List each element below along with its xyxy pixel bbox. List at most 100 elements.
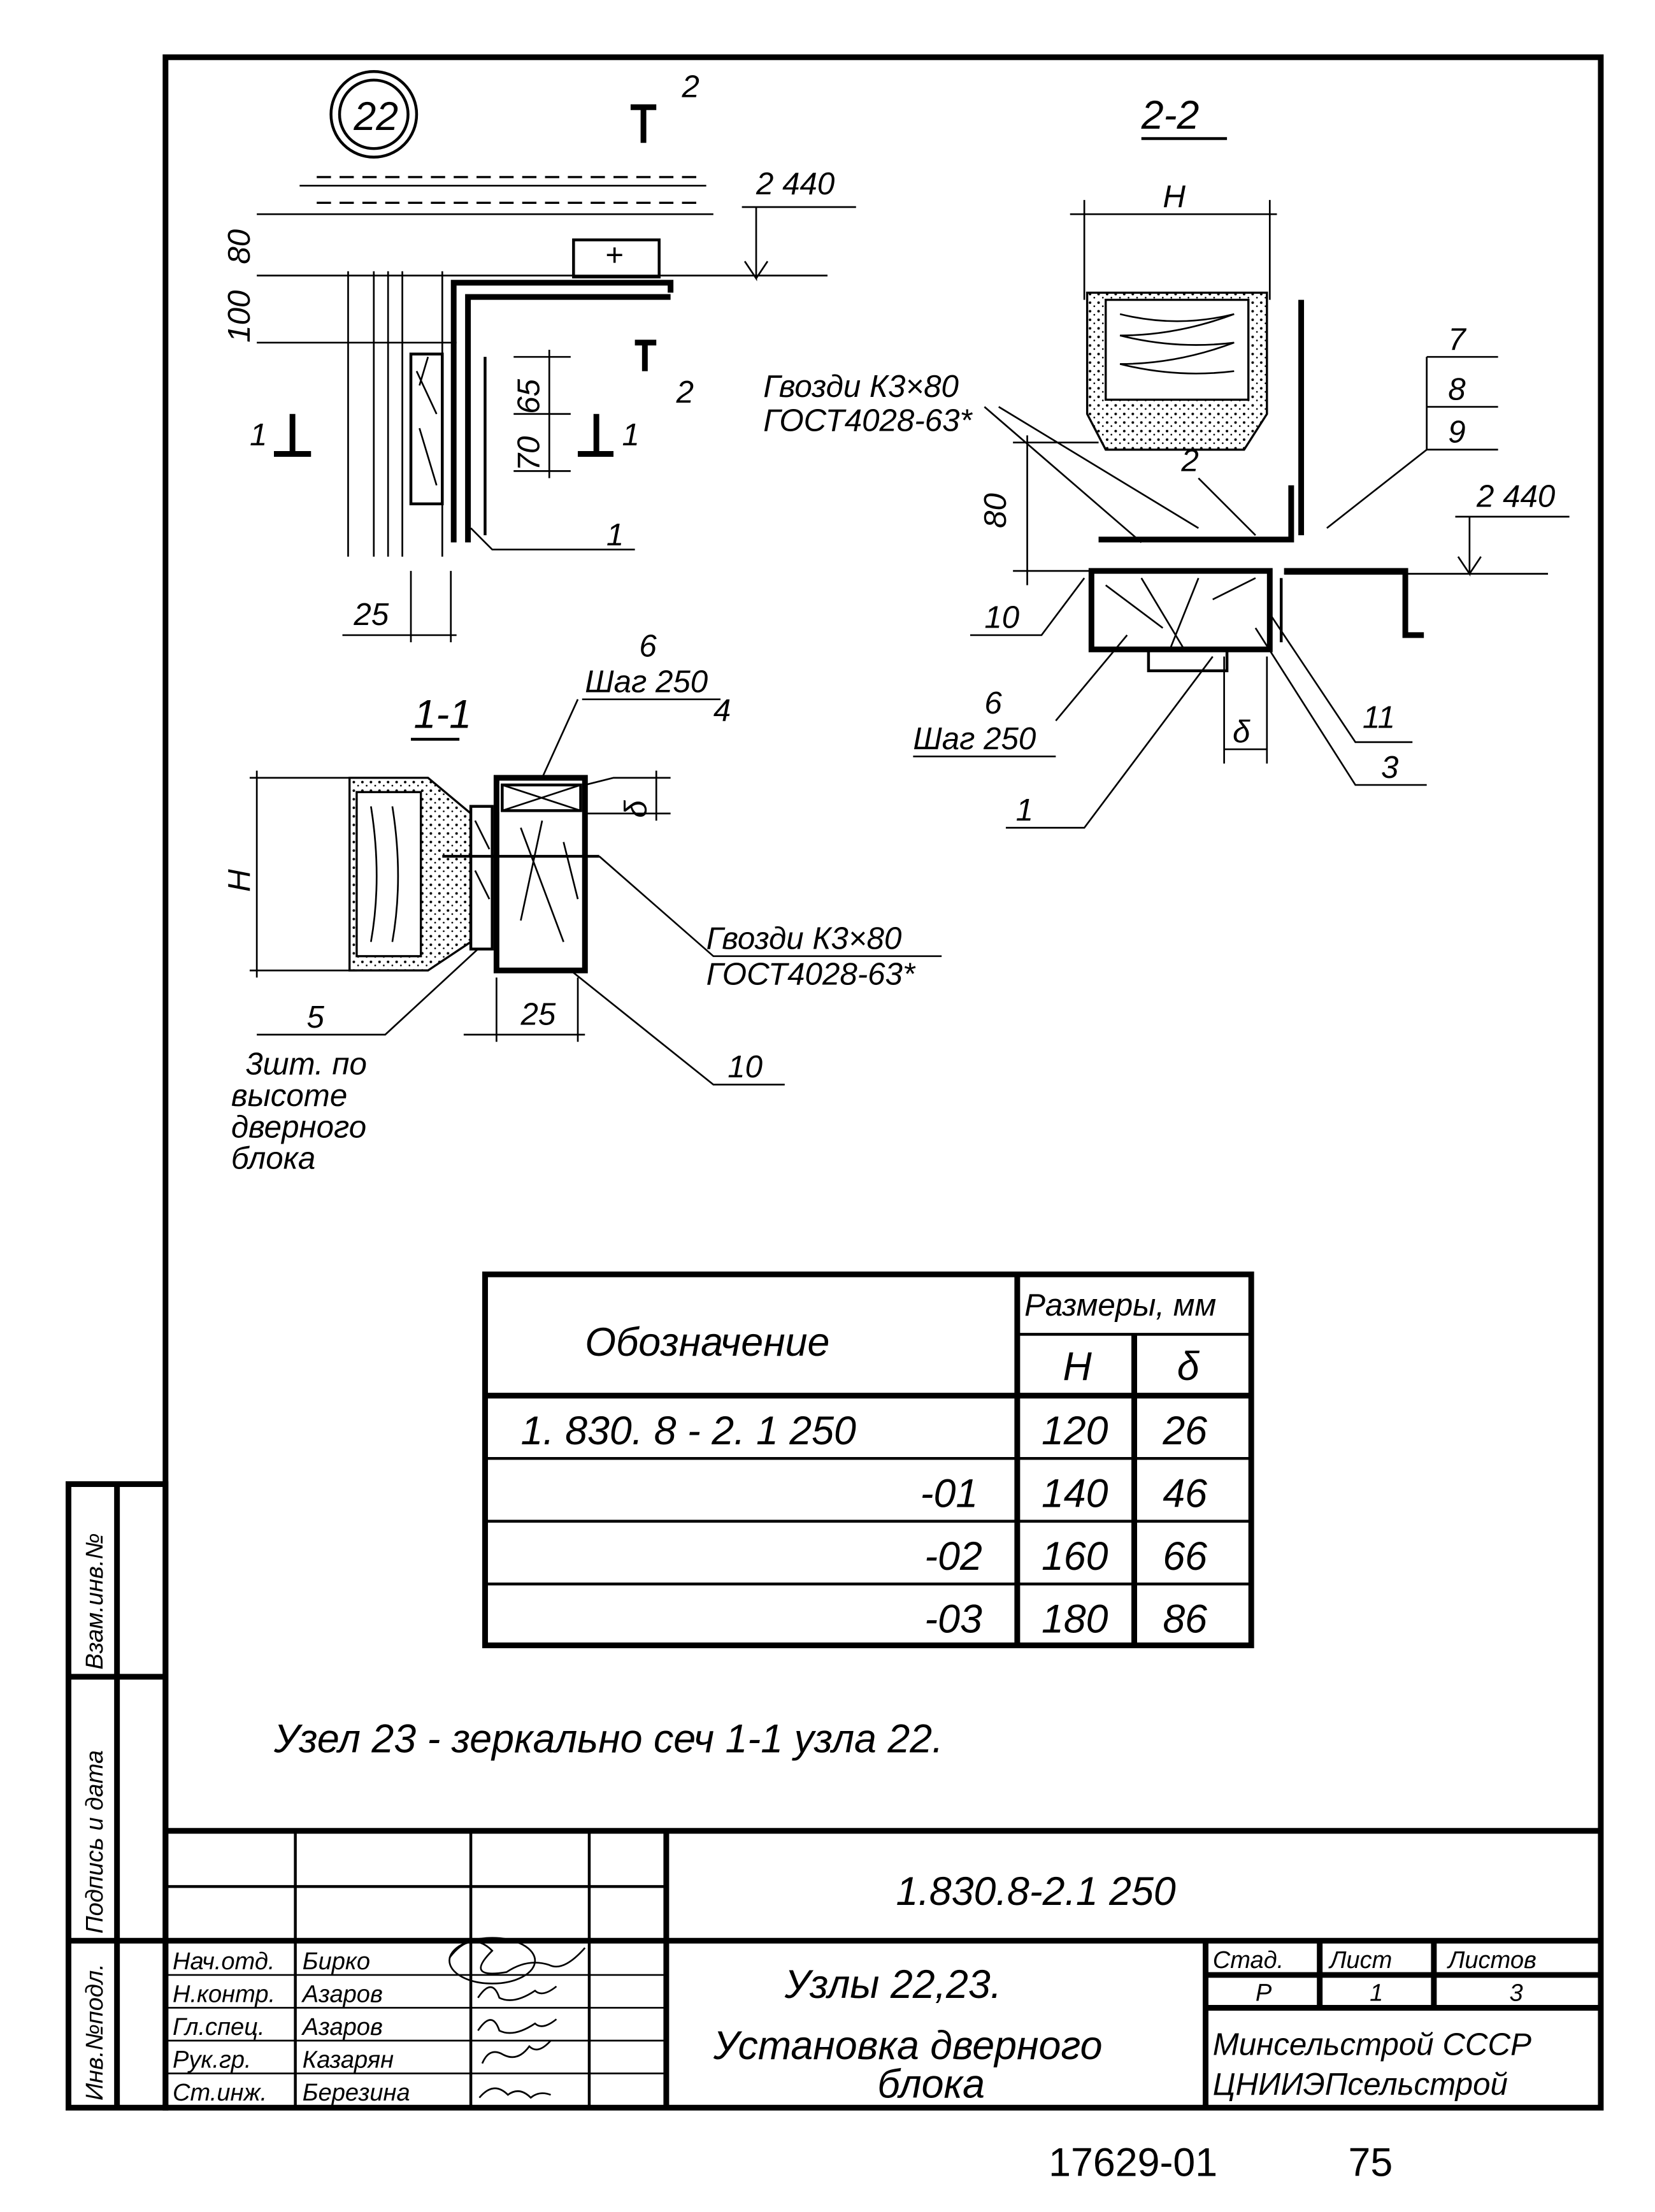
staff-role: Н.контр. (173, 1981, 275, 2008)
section-2-2-title: 2-2 (1141, 93, 1200, 138)
col-designation-header: Обозначение (585, 1320, 829, 1365)
col-sizes-header: Размеры, мм (1024, 1288, 1216, 1323)
nails-label-line2: ГОСТ4028-63* (706, 957, 916, 992)
sheets-value: 3 (1510, 1979, 1523, 2006)
row-designation: -01 (921, 1471, 978, 1516)
callout-6: 6 (639, 629, 657, 664)
dim-delta: δ (1233, 714, 1250, 749)
callout-4: 4 (713, 693, 731, 728)
staff-name: Азаров (301, 2014, 383, 2041)
sheet-label: Лист (1328, 1947, 1392, 1974)
callout-10: 10 (727, 1049, 763, 1084)
dim-65: 65 (512, 378, 547, 413)
staff-role: Гл.спец. (173, 2014, 265, 2041)
callout-10: 10 (984, 600, 1019, 635)
staff-row: Н.контр. Азаров (173, 1981, 383, 2008)
section-mark-bottom: 2 (676, 375, 694, 410)
org-line-2: ЦНИИЭПсельстрой (1213, 2067, 1508, 2102)
callout-2: 2 (1180, 443, 1198, 478)
staff-name: Азаров (301, 1981, 383, 2008)
dim-25: 25 (520, 996, 555, 1031)
section-1-1-title: 1-1 (414, 692, 472, 736)
col-h-header: H (1063, 1344, 1093, 1389)
elevation-top: 2 440 (756, 166, 835, 201)
nails-label-line1: Гвозди К3×80 (706, 921, 902, 956)
doc-code: 1.830.8-2.1 250 (896, 1869, 1176, 1914)
table-row: 1. 830. 8 - 2. 1 250 120 26 (520, 1409, 1207, 1453)
col-delta-header: δ (1177, 1344, 1200, 1389)
note-line-1: 3шт. по (245, 1047, 367, 1082)
staff-name: Березина (303, 2079, 410, 2106)
sheet-value: 1 (1370, 1979, 1383, 2006)
side-stamp: Взам.инв.№ Подпись и дата Инв.№подл. (66, 1481, 169, 2111)
dim-h: H (1163, 179, 1186, 214)
archive-number: 17629-01 (1049, 2141, 1217, 2185)
table-row: -02 160 66 (924, 1534, 1207, 1579)
sizes-table: Размеры, мм Обозначение H δ 1. 830. 8 - … (482, 1271, 1254, 1649)
table-row: -01 140 46 (921, 1471, 1208, 1516)
row-delta: 66 (1163, 1534, 1207, 1579)
row-h: 140 (1042, 1471, 1108, 1516)
row-designation: 1. 830. 8 - 2. 1 250 (520, 1409, 856, 1453)
staff-name: Бирко (303, 1948, 370, 1975)
row-h: 180 (1042, 1597, 1108, 1641)
row-designation: -02 (924, 1534, 982, 1579)
section-1-1: 1-1 6 Шаг 250 4 H δ Гвозди К3×80 ГОСТ402… (222, 629, 942, 1176)
title-line-2: Установка дверного (713, 2023, 1103, 2068)
staff-row: Рук.гр. Казарян (173, 2047, 394, 2074)
title-line-1: Узлы 22,23. (784, 1962, 1001, 2007)
org-line-1: Минсельстрой СССР (1213, 2027, 1531, 2062)
callout-6: 6 (984, 686, 1002, 721)
callout-1: 1 (1016, 793, 1033, 828)
callout-5: 5 (307, 1000, 325, 1035)
stage-label: Стад. (1213, 1947, 1284, 1974)
row-designation: -03 (924, 1597, 982, 1641)
staff-role: Рук.гр. (173, 2047, 251, 2074)
replace-inv-label: Взам.инв.№ (82, 1533, 108, 1669)
dim-h: H (222, 869, 257, 892)
table-row: -03 180 86 (924, 1597, 1207, 1641)
staff-role: Нач.отд. (173, 1948, 275, 1975)
stage-value: Р (1256, 1979, 1272, 2006)
sheets-label: Листов (1446, 1947, 1537, 1974)
dim-100: 100 (222, 291, 257, 343)
row-h: 120 (1042, 1409, 1108, 1453)
dim-80: 80 (978, 493, 1013, 528)
node-number: 22 (353, 94, 398, 139)
section-1-mark-right: 1 (622, 417, 639, 452)
staff-name: Казарян (303, 2047, 394, 2074)
dim-25: 25 (353, 597, 389, 632)
dim-80: 80 (222, 229, 257, 264)
node-number-circle (329, 70, 419, 159)
section-1-mark-left: 1 (250, 417, 267, 452)
note-line-4: блока (231, 1141, 315, 1176)
title-block: 1.830.8-2.1 250 Нач.отд. Бирко Н.контр. … (165, 1828, 1601, 2108)
plus-mark: + (605, 238, 624, 273)
callout-9: 9 (1448, 415, 1465, 450)
callout-7: 7 (1448, 322, 1466, 357)
row-delta: 46 (1163, 1471, 1207, 1516)
note-line-2: высоте (231, 1078, 347, 1113)
sheet-frame (162, 54, 1604, 2111)
inv-original-label: Инв.№подл. (82, 1964, 108, 2101)
callout-1: 1 (606, 517, 624, 552)
title-line-3: блока (877, 2062, 985, 2107)
callout-11: 11 (1363, 700, 1395, 735)
nails-label-line1: Гвозди К3×80 (763, 369, 959, 404)
callout-8: 8 (1448, 371, 1466, 406)
dim-70: 70 (512, 436, 547, 471)
staff-row: Гл.спец. Азаров (173, 2014, 383, 2041)
page-number: 75 (1348, 2141, 1393, 2185)
note-line-3: дверного (231, 1109, 366, 1144)
staff-row: Ст.инж. Березина (173, 2079, 410, 2106)
mirror-note: Узел 23 - зеркально сеч 1-1 узла 22. (273, 1717, 943, 1762)
nails-label-line2: ГОСТ4028-63* (763, 403, 973, 438)
signature-date-label: Подпись и дата (82, 1750, 108, 1934)
row-h: 160 (1042, 1534, 1108, 1579)
callout-3: 3 (1381, 750, 1398, 785)
elevation-right: 2 440 (1476, 478, 1555, 514)
staff-row: Нач.отд. Бирко (173, 1948, 370, 1975)
step-label: Шаг 250 (585, 664, 708, 700)
node-22-view: 22 2 2 440 80 100 + 65 70 2 1 1 1 25 (222, 69, 856, 643)
